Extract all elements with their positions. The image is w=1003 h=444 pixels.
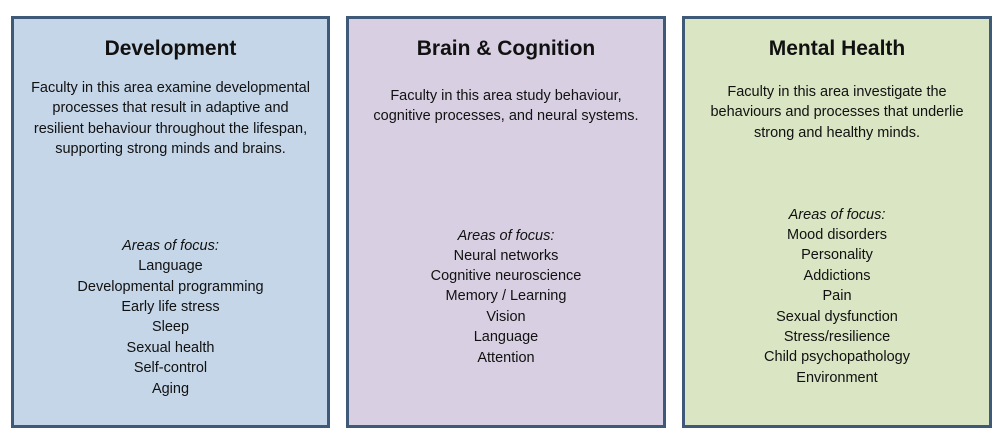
panel-mental-health: Mental Health Faculty in this area inves… [682,16,992,428]
focus-item: Addictions [803,267,871,284]
focus-item: Cognitive neuroscience [430,268,582,284]
areas-of-focus-heading: Areas of focus: [122,238,219,255]
focus-item: Aging [151,380,190,397]
focus-item: Environment [796,369,878,386]
focus-item: Language [473,329,539,346]
panel-development: Development Faculty in this area examine… [11,16,330,428]
focus-item: Language [138,258,203,275]
panel-title: Mental Health [768,37,906,60]
panel-description: Faculty in this area investigate the beh… [710,84,964,141]
areas-of-focus-heading: Areas of focus: [788,206,886,223]
focus-item: Child psychopathology [764,349,910,366]
focus-item: Sexual dysfunction [776,308,898,325]
focus-item: Developmental programming [77,278,264,295]
focus-item: Neural networks [453,247,559,264]
focus-item: Sexual health [126,339,215,356]
focus-item: Pain [822,288,852,305]
focus-item: Personality [801,247,873,264]
focus-item: Self-control [133,360,208,377]
panel-title: Development [104,37,237,60]
panel-description: Faculty in this area examine development… [31,80,310,157]
panel-brain-cognition: Brain & Cognition Faculty in this area s… [346,16,666,428]
focus-item: Sleep [151,319,190,336]
panel-description: Faculty in this area study behaviour, co… [373,88,639,125]
areas-of-focus-heading: Areas of focus: [457,227,555,244]
focus-item: Attention [477,349,535,366]
focus-item: Early life stress [121,299,220,315]
focus-item: Mood disorders [787,226,887,243]
panel-title: Brain & Cognition [416,37,596,60]
focus-item: Memory / Learning [445,288,567,305]
focus-item: Vision [486,308,526,325]
focus-item: Stress/resilience [783,328,891,345]
